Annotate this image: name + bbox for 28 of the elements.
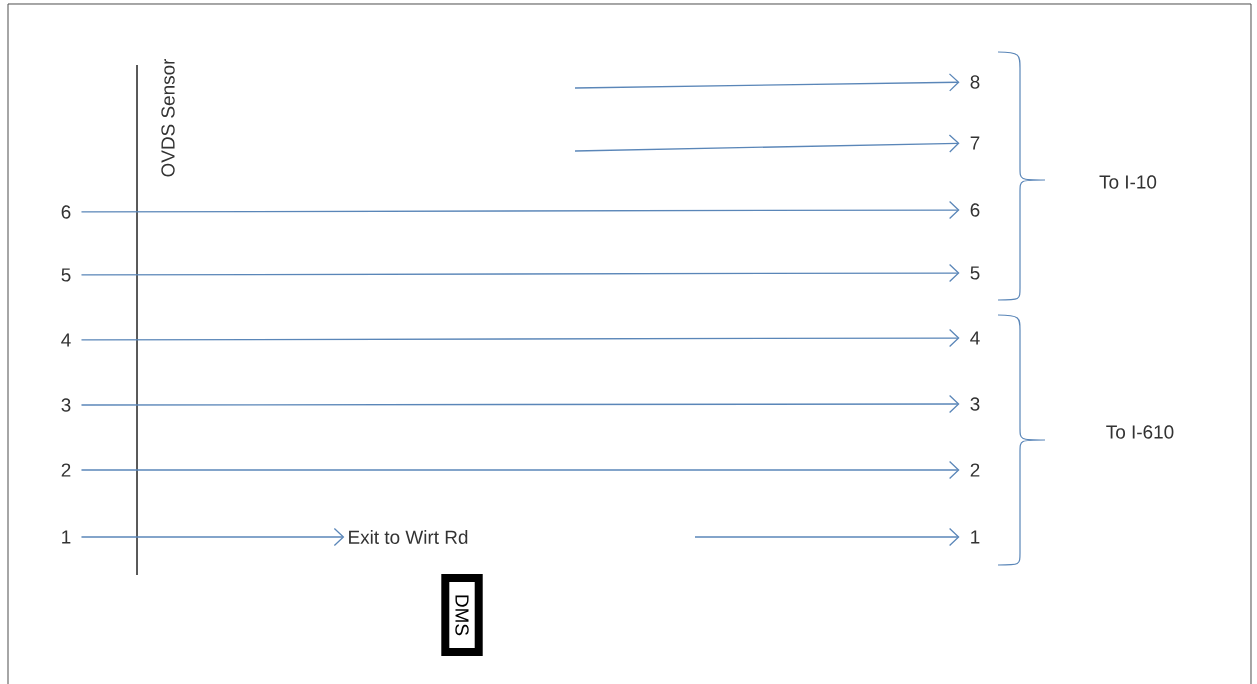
sign-box: DMS: [441, 573, 483, 657]
arrow: [80, 200, 960, 220]
exit-label: Exit to Wirt Rd: [349, 530, 468, 544]
arrow: [574, 73, 960, 92]
lane-number: 5: [61, 268, 71, 282]
lane-number: 5: [970, 266, 980, 280]
lane-number: 7: [970, 136, 980, 150]
lane-number: 3: [970, 397, 980, 411]
lane-number: 2: [970, 463, 980, 477]
lane-number: 4: [970, 331, 980, 345]
arrow: [80, 328, 960, 348]
sensor-label: OVDS Sensor: [161, 58, 175, 177]
arrow: [574, 134, 960, 153]
arrow: [80, 394, 960, 414]
destination-label: To I-610: [1106, 425, 1174, 439]
arrow: [80, 527, 345, 547]
arrow: [694, 527, 960, 547]
lane-number: 4: [61, 333, 71, 347]
lane-number: 6: [970, 203, 980, 217]
lane-number: 6: [61, 205, 71, 219]
arrow: [80, 460, 960, 480]
destination-label: To I-10: [1099, 175, 1157, 189]
lane-number: 1: [971, 530, 980, 544]
lane-number: 3: [61, 398, 71, 412]
arrow: [80, 263, 960, 283]
lane-number: 8: [970, 75, 980, 89]
lane-number: 1: [62, 530, 71, 544]
lane-number: 2: [61, 463, 71, 477]
